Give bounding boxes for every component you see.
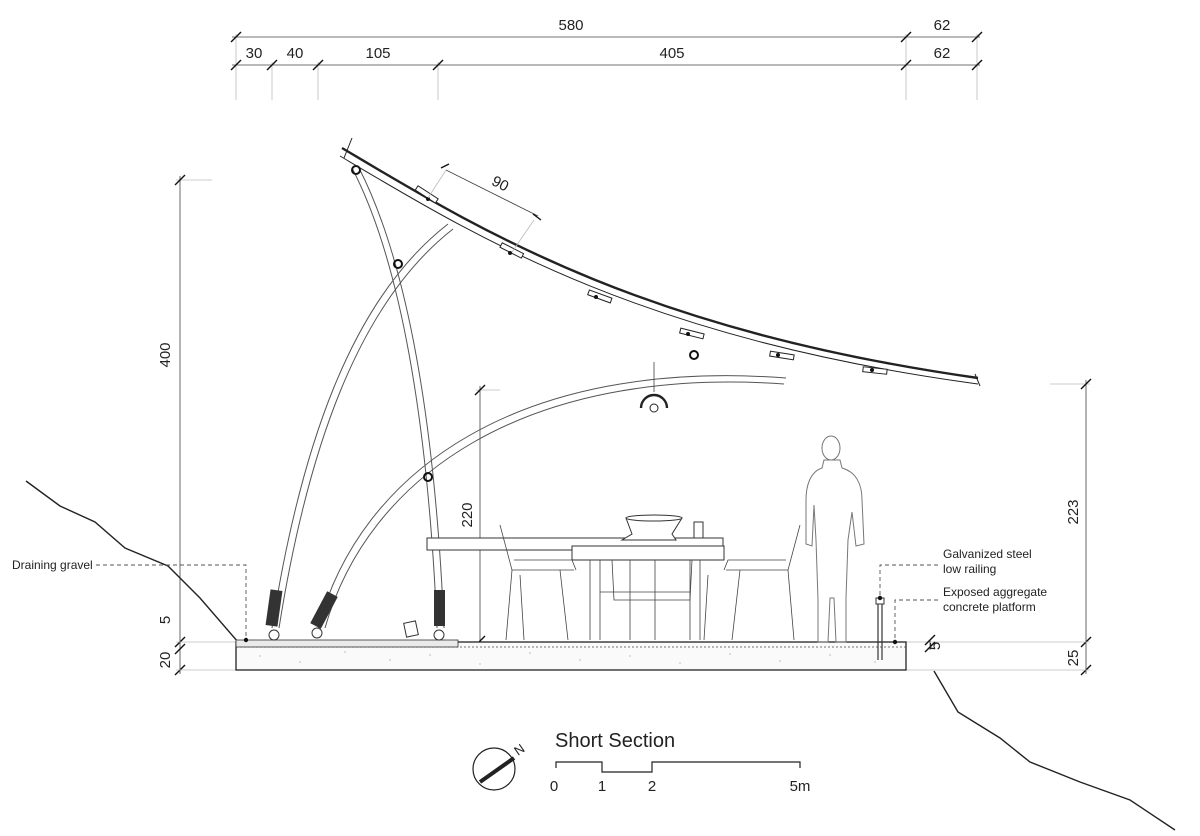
dim-seg-1: 30 [246, 45, 263, 62]
label-draining-gravel: Draining gravel [12, 558, 93, 572]
label-platform-line2: concrete platform [943, 600, 1036, 614]
dim-seg-2: 40 [287, 45, 304, 62]
dining-table [426, 514, 725, 640]
right-dimensions: 223 25 5 [906, 378, 1092, 676]
title-block: Short Section N 0 1 2 5m [472, 730, 811, 795]
chairs [499, 524, 801, 641]
dim-left-height: 400 [157, 342, 174, 367]
pendant-lamp [639, 362, 669, 413]
left-dimensions: 400 5 20 [157, 174, 236, 676]
label-railing-line1: Galvanized steel [943, 547, 1032, 561]
dim-right-5: 5 [927, 642, 944, 650]
steel-arches [265, 165, 787, 641]
top-dimensions: 580 62 30 40 105 405 62 [230, 17, 983, 100]
scale-5m: 5m [790, 778, 811, 795]
dim-inner-height: 220 [459, 502, 476, 527]
scale-bar: 0 1 2 5m [550, 761, 811, 795]
north-letter: N [511, 741, 527, 759]
dim-seg-3: 105 [365, 45, 390, 62]
scale-0: 0 [550, 778, 558, 795]
dim-left-20: 20 [157, 652, 174, 669]
dim-right-25: 25 [1065, 650, 1082, 667]
dim-right-height: 223 [1065, 499, 1082, 524]
person-silhouette [805, 435, 865, 643]
north-arrow-icon: N [472, 741, 527, 791]
terrain [25, 480, 1176, 831]
concrete-platform [235, 639, 907, 671]
scale-1: 1 [598, 778, 606, 795]
scale-2: 2 [648, 778, 656, 795]
drawing-title: Short Section [555, 730, 675, 752]
annotations: Draining gravel Galvanized steel low rai… [12, 547, 1047, 645]
roof-canopy: 90 [339, 137, 981, 387]
inner-height-dimension: 220 [459, 384, 500, 647]
dim-roof-spacing: 90 [489, 173, 512, 196]
dim-seg-4: 405 [659, 45, 684, 62]
dim-seg-5: 62 [934, 45, 951, 62]
label-railing-line2: low railing [943, 562, 996, 576]
label-platform-line1: Exposed aggregate [943, 585, 1047, 599]
dim-top-total: 580 [558, 17, 583, 34]
dim-left-5: 5 [157, 616, 174, 624]
dim-top-right: 62 [934, 17, 951, 34]
